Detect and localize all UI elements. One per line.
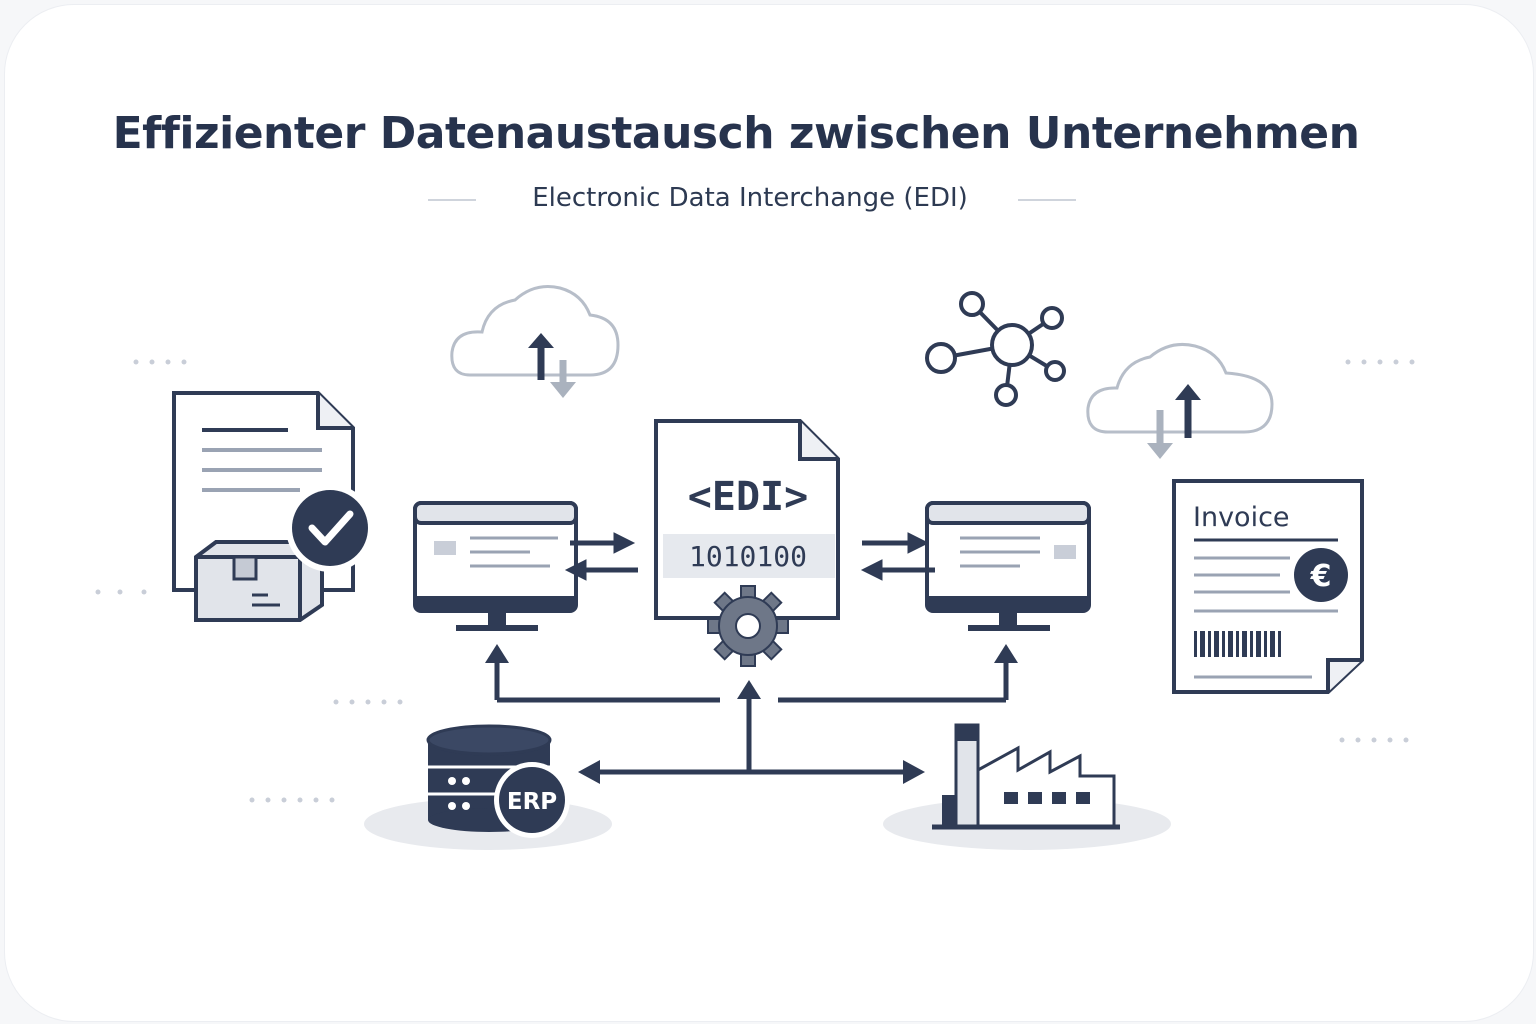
cloud-sync-icon-left (450, 285, 620, 398)
erp-database-icon (364, 724, 612, 850)
exchange-arrows-right (860, 532, 935, 581)
erp-label: ERP (507, 789, 557, 815)
connector-lines (485, 644, 1018, 784)
decorative-dots (95, 359, 1415, 803)
barcode-icon (1194, 631, 1281, 657)
checkmark-badge-icon (286, 484, 374, 572)
exchange-arrows-left (564, 532, 638, 581)
edi-document: <EDI> 1010100 (654, 419, 840, 620)
edi-binary-label: 1010100 (689, 540, 807, 573)
invoice-label: Invoice (1193, 502, 1290, 533)
cloud-sync-icon-right (1086, 342, 1274, 459)
factory-icon (883, 723, 1171, 850)
gear-icon (707, 585, 789, 667)
page-title: Effizienter Datenaustausch zwischen Unte… (112, 108, 1360, 159)
edi-tag-label: <EDI> (688, 474, 808, 520)
sender-monitor-icon (413, 501, 578, 631)
page-subtitle: Electronic Data Interchange (EDI) (532, 183, 968, 213)
invoice-document: Invoice (1172, 479, 1364, 694)
network-hub-icon (925, 291, 1066, 407)
euro-coin-icon: € (1294, 548, 1348, 602)
receiver-monitor-icon (925, 501, 1091, 631)
euro-symbol: € (1310, 559, 1332, 594)
erp-badge: ERP (494, 762, 570, 838)
